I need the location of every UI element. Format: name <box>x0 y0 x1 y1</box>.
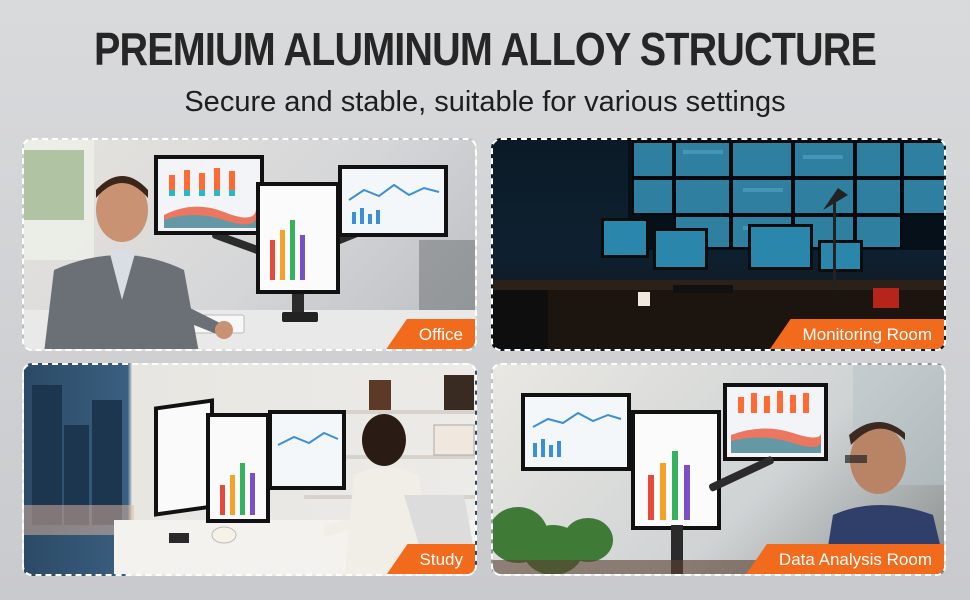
data-analysis-scene-illustration <box>493 365 944 574</box>
office-scene-illustration <box>24 140 475 349</box>
panel-study: Study <box>22 363 477 576</box>
panel-label-office: Office <box>384 319 475 349</box>
page-title: PREMIUM ALUMINUM ALLOY STRUCTURE <box>94 23 877 75</box>
panel-data-analysis-room: Data Analysis Room <box>491 363 946 576</box>
panel-office: Office <box>22 138 477 351</box>
page-subtitle: Secure and stable, suitable for various … <box>184 86 786 118</box>
panel-monitoring-room: Monitoring Room <box>491 138 946 351</box>
panel-label-monitoring-room: Monitoring Room <box>768 319 944 349</box>
monitoring-scene-illustration <box>493 140 944 349</box>
man-figure <box>44 176 233 349</box>
panel-label-data-analysis-room: Data Analysis Room <box>744 544 944 574</box>
